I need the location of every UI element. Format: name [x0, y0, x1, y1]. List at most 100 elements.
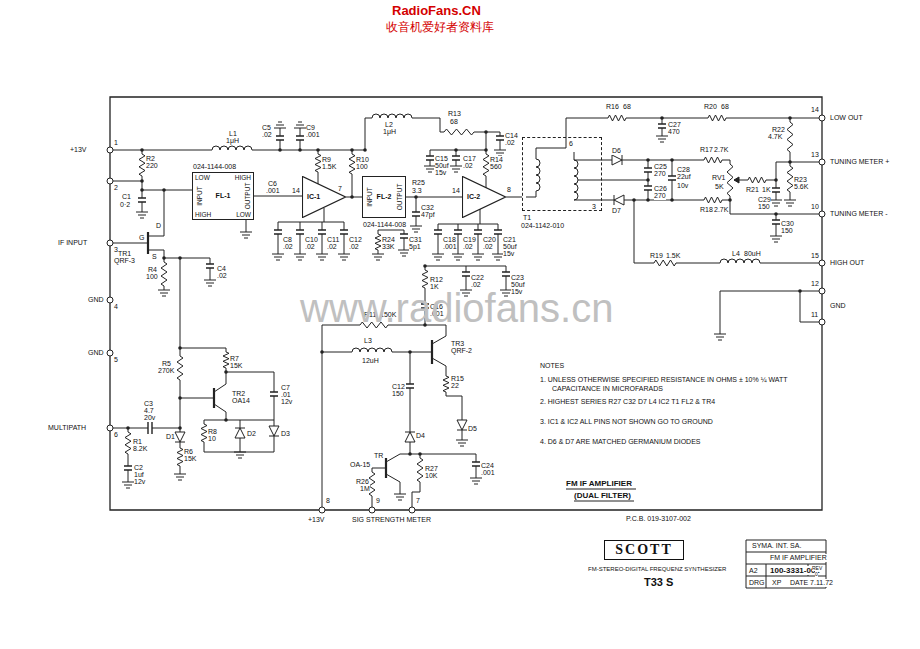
schematic-label: QRF-3 — [114, 257, 135, 265]
capacitor-symbol — [296, 136, 304, 140]
wire — [574, 200, 604, 201]
resistor-symbol — [650, 260, 680, 266]
filter-block: 024-1144-008LOWHIGHINPUTFL-1OUTPUTHIGHLO… — [192, 172, 254, 220]
schematic-label: 4 — [114, 303, 118, 311]
diode-symbol — [405, 430, 415, 442]
signal-connector — [506, 197, 522, 198]
terminal — [819, 288, 825, 294]
wire — [478, 234, 479, 254]
wire — [662, 118, 663, 124]
signal-connector — [406, 197, 462, 198]
schematic-label: .001 — [306, 131, 320, 139]
schematic-label: D2 — [247, 430, 256, 438]
wire — [322, 234, 323, 254]
schematic-label: 20v — [144, 414, 155, 422]
wire — [324, 208, 325, 222]
junction-dot — [140, 188, 144, 192]
schematic-label: SIG STRENGTH METER — [352, 516, 431, 524]
capacitor-symbol — [668, 176, 676, 180]
schematic-label: .001 — [481, 469, 495, 477]
ground-symbol — [234, 452, 246, 458]
capacitor-symbol — [658, 124, 666, 128]
junction-dot — [278, 148, 282, 152]
wire — [204, 420, 274, 421]
schematic-label: 10 — [811, 203, 819, 211]
wire — [500, 140, 501, 150]
schematic-label: .02 — [505, 139, 515, 147]
junction-dot — [162, 188, 166, 192]
schematic-label: TR — [374, 452, 383, 460]
schematic-label: 8 — [326, 497, 330, 505]
wire — [430, 150, 486, 151]
wire — [322, 325, 323, 507]
wire — [566, 118, 604, 119]
wire — [278, 222, 344, 223]
capacitor-symbol — [644, 186, 652, 190]
junction-dot — [798, 289, 802, 293]
node-text: IC-2 — [467, 193, 480, 201]
wire — [386, 474, 400, 494]
wire — [274, 396, 275, 420]
wire — [648, 190, 649, 200]
resistor-symbol — [704, 115, 730, 121]
wire — [604, 160, 612, 161]
schematic-label: 12v — [281, 398, 292, 406]
schematic-label: 15K — [184, 455, 196, 463]
schematic-label: .02 — [262, 131, 272, 139]
schematic-label: 2. HIGHEST SERIES R27 C32 D7 L4 IC2 T1 F… — [540, 398, 715, 406]
capacitor-symbol — [274, 230, 282, 234]
sheet-frame — [110, 97, 822, 510]
wire — [574, 160, 604, 161]
resistor-symbol — [201, 420, 207, 446]
inductor-symbol — [212, 146, 252, 150]
wire — [142, 190, 192, 191]
schematic-label: 10 — [208, 435, 216, 443]
wire — [240, 438, 241, 452]
wire — [634, 200, 650, 263]
schematic-label: FM IF AMPLIFIER — [770, 554, 827, 562]
wire — [574, 152, 575, 160]
ground-symbol — [470, 478, 482, 484]
wire — [214, 372, 226, 392]
capacitor-symbol — [206, 264, 214, 268]
amplifier-triangle: IC-1 — [302, 176, 346, 218]
schematic-label: XP — [772, 579, 781, 587]
schematic-label: HIGH OUT — [830, 259, 864, 267]
wire — [322, 352, 352, 353]
terminal — [819, 115, 825, 121]
wire — [416, 197, 417, 212]
wire — [410, 388, 411, 430]
schematic-label: 12uH — [362, 357, 379, 365]
capacitor-symbol — [502, 272, 510, 276]
wire — [480, 209, 481, 224]
schematic-label: OA-15 — [350, 461, 370, 469]
amplifier-triangle: IC-2 — [462, 176, 506, 218]
wire — [578, 180, 648, 181]
terminal — [819, 211, 825, 217]
schematic-label: 3. IC1 & IC2 ALL PINS NOT SHOWN GO TO GR… — [540, 418, 713, 426]
schematic-label: 14 — [292, 187, 300, 195]
schematic-label: 1μH — [383, 128, 396, 136]
schematic-label: 6 — [569, 140, 573, 148]
watermark: www.radiofans.cn — [300, 286, 613, 330]
wire — [446, 396, 462, 420]
schematic-label: 150 — [781, 227, 793, 235]
schematic-label: P.C.B. 019-3107-002 — [626, 515, 691, 523]
schematic-label: .02 — [305, 243, 315, 251]
wire — [300, 222, 301, 230]
schematic-label: 33K — [382, 243, 394, 251]
wire — [486, 180, 487, 188]
ground-symbol — [204, 280, 216, 286]
ground-symbol — [784, 200, 796, 206]
schematic-label: .02 — [283, 243, 293, 251]
ground-symbol — [174, 474, 186, 480]
junction-dot — [178, 256, 182, 260]
schematic-label: D4 — [416, 432, 425, 440]
wire — [432, 336, 446, 344]
wire — [365, 118, 372, 150]
wire — [372, 468, 386, 469]
wire — [476, 466, 477, 478]
diode-symbol — [175, 432, 185, 444]
schematic-label: 1 — [114, 139, 118, 147]
capacitor-symbol — [148, 422, 152, 434]
